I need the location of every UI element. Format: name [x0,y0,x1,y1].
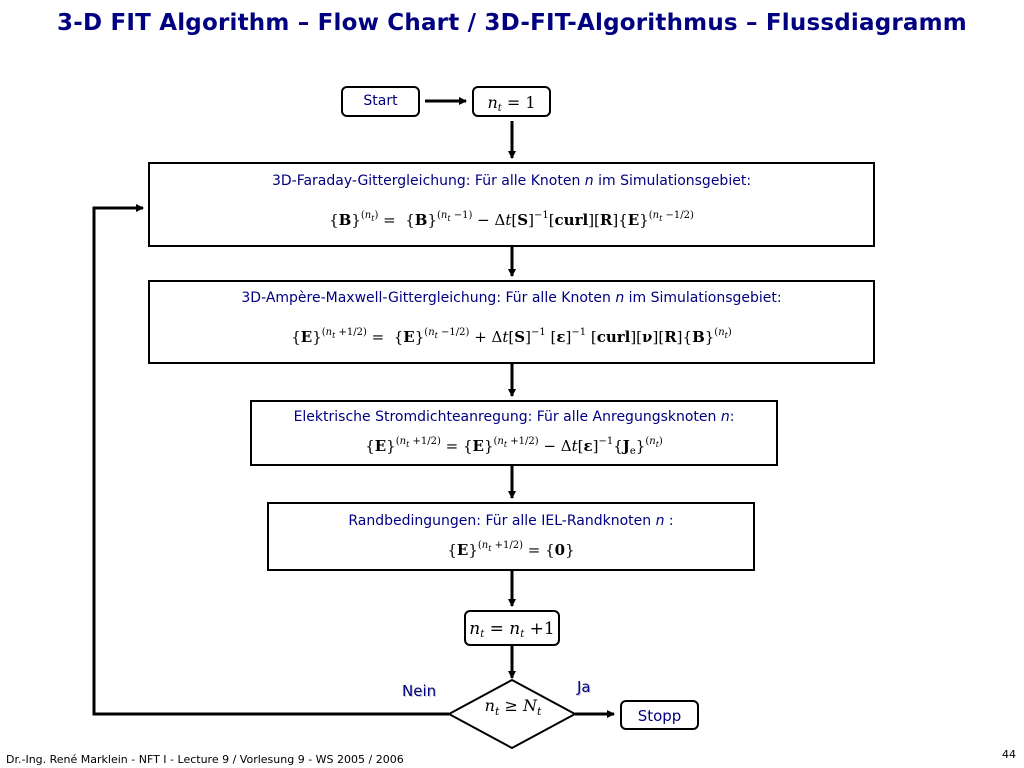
stop-terminal: Stopp [620,700,699,730]
start-label: Start [363,93,398,109]
boundary-equation: {E}(nt +1/2) = {0} [447,540,575,559]
faraday-title: 3D-Faraday-Gittergleichung: Für alle Kno… [150,173,873,189]
yes-branch-label: Ja [577,678,591,696]
faraday-title-text: 3D-Faraday-Gittergleichung: Für alle Kno… [271,173,752,189]
footer-credit: Dr.-Ing. René Marklein - NFT I - Lecture… [6,753,404,766]
boundary-title: Randbedingungen: Für alle IEL-Randknoten… [348,513,674,529]
stop-label: Stopp [637,707,682,725]
faraday-step-box: 3D-Faraday-Gittergleichung: Für alle Kno… [148,162,875,247]
increment-step-box: nt = nt +1 [464,610,560,646]
ampere-title: 3D-Ampère-Maxwell-Gittergleichung: Für a… [241,290,782,306]
decision-diamond [446,678,578,750]
ampere-step-box: 3D-Ampère-Maxwell-Gittergleichung: Für a… [148,280,875,364]
ampere-equation: {E}(nt +1/2) = {E}(nt −1/2) + Δt[S]−1 [ε… [291,327,732,346]
current-excitation-step-box: Elektrische Stromdichteanregung: Für all… [250,400,778,466]
start-terminal: Start [341,86,420,117]
page-title: 3-D FIT Algorithm – Flow Chart / 3D-FIT-… [57,10,967,36]
boundary-step-box: Randbedingungen: Für alle IEL-Randknoten… [267,502,755,571]
init-equation: nt = 1 [487,93,536,114]
no-branch-label: Nein [402,682,437,700]
init-step-box: nt = 1 [472,86,551,117]
decision-condition: nt ≥ Nt [484,696,542,719]
increment-equation: nt = nt +1 [469,619,555,640]
arrow-loop-back [92,204,449,716]
page-number: 44 [1002,748,1016,761]
current-excitation-title: Elektrische Stromdichteanregung: Für all… [293,409,735,425]
current-excitation-equation: {E}(nt +1/2) = {E}(nt +1/2) − Δt[ε]−1{Je… [365,436,663,457]
faraday-equation: {B}(nt) = {B}(nt −1) − Δt[S]−1[curl][R]{… [329,210,694,229]
